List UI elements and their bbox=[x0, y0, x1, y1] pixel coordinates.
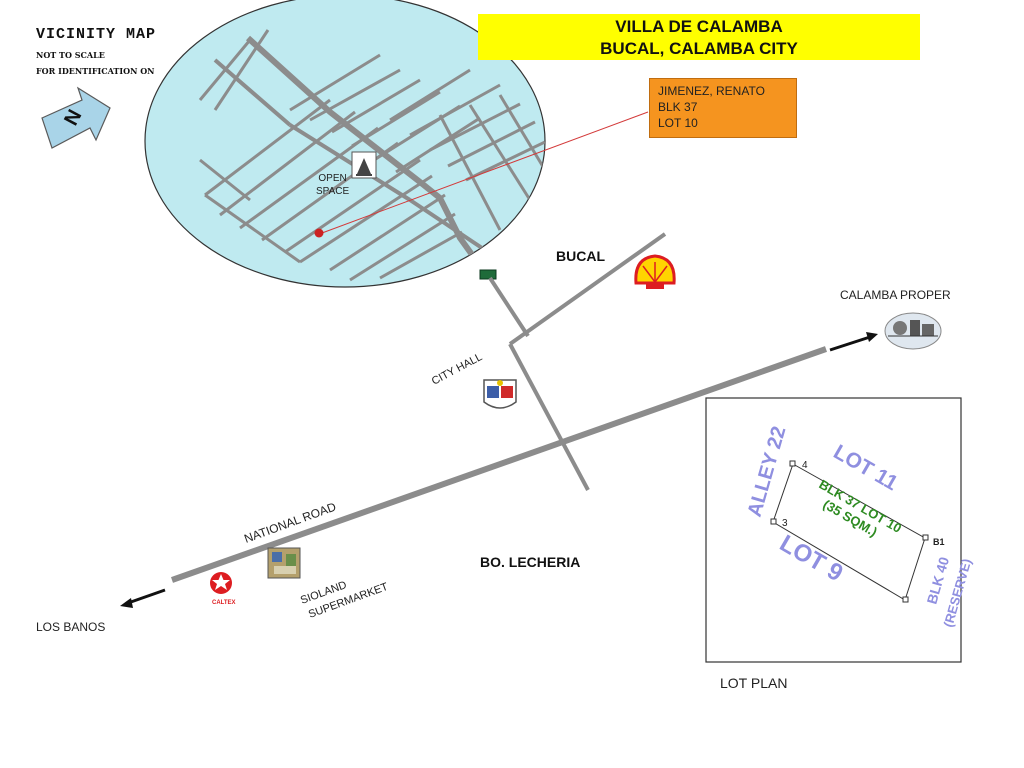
caltex-logo-icon bbox=[210, 572, 232, 594]
owner-lot: LOT 10 bbox=[658, 116, 698, 130]
supermarket-icon bbox=[267, 547, 301, 579]
open-space-label: OPEN SPACE bbox=[316, 173, 350, 197]
owner-callout: JIMENEZ, RENATO BLK 37 LOT 10 bbox=[649, 78, 797, 138]
subdivision-name: VILLA DE CALAMBA bbox=[615, 17, 783, 36]
vicinity-map-title: VICINITY MAP bbox=[36, 26, 157, 43]
city-hall-label: CITY HALL bbox=[430, 351, 485, 388]
north-arrow-icon: N bbox=[41, 86, 111, 149]
identification-note: FOR IDENTIFICATION ON bbox=[36, 66, 155, 76]
owner-block: BLK 37 bbox=[658, 100, 698, 114]
corner-b1: B1 bbox=[933, 537, 945, 547]
main-roads bbox=[171, 232, 827, 583]
corner-3: 3 bbox=[782, 518, 788, 529]
caltex-label: CALTEX bbox=[212, 600, 236, 606]
owner-name: JIMENEZ, RENATO bbox=[658, 84, 765, 98]
calamba-proper-icon bbox=[884, 312, 942, 350]
calamba-proper-label: CALAMBA PROPER bbox=[840, 288, 951, 302]
los-banos-label: LOS BANOS bbox=[36, 620, 106, 634]
lecheria-label: BO. LECHERIA bbox=[480, 554, 581, 570]
lot-plan-frame bbox=[705, 397, 962, 663]
bucal-label: BUCAL bbox=[556, 248, 605, 264]
arrow-to-calamba bbox=[829, 332, 878, 352]
subject-marker bbox=[314, 228, 324, 238]
arrow-to-los-banos bbox=[120, 588, 166, 608]
inset-ellipse bbox=[144, 0, 546, 288]
open-space-icon bbox=[351, 151, 377, 179]
subdivision-title-banner: VILLA DE CALAMBA BUCAL, CALAMBA CITY bbox=[478, 14, 920, 60]
subdivision-location: BUCAL, CALAMBA CITY bbox=[600, 39, 798, 58]
corner-4: 4 bbox=[802, 460, 808, 471]
inset-street-grid bbox=[198, 29, 545, 282]
lot-plan-caption: LOT PLAN bbox=[720, 675, 788, 691]
subdivision-gate bbox=[479, 269, 497, 280]
shell-logo-icon bbox=[634, 254, 676, 289]
city-hall-seal-icon bbox=[483, 379, 517, 409]
leader-line bbox=[321, 111, 649, 234]
scale-note: NOT TO SCALE bbox=[36, 50, 105, 60]
